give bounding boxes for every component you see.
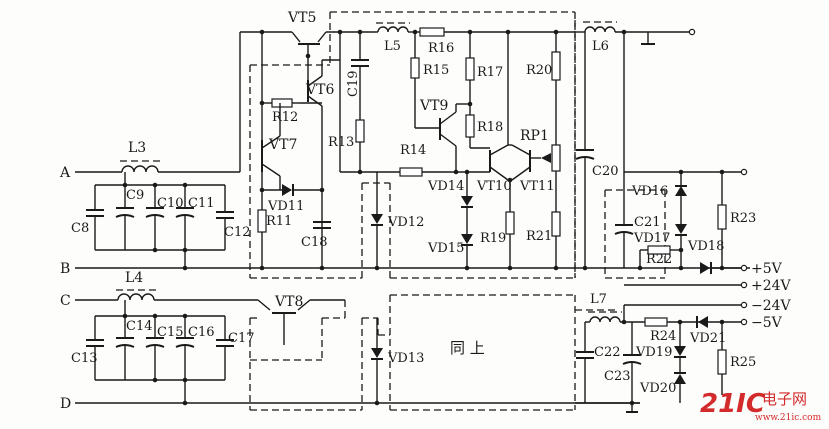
label-vt8: VT8 bbox=[274, 294, 303, 310]
label-r17: R17 bbox=[477, 65, 503, 80]
output-plus5v: +5V bbox=[751, 261, 783, 277]
label-r12: R12 bbox=[272, 110, 298, 125]
label-vd15: VD15 bbox=[427, 241, 464, 256]
label-l5: L5 bbox=[384, 39, 401, 54]
label-r25: R25 bbox=[730, 355, 756, 370]
label-c19: C19 bbox=[346, 71, 361, 98]
label-c16: C16 bbox=[188, 325, 215, 340]
label-vd16: VD16 bbox=[631, 184, 668, 199]
output-minus24v: −24V bbox=[751, 298, 792, 314]
regulator-lower bbox=[249, 294, 576, 411]
label-c17: C17 bbox=[228, 331, 255, 346]
watermark-url: www.21ic.com bbox=[755, 413, 822, 423]
label-r15: R15 bbox=[423, 63, 449, 78]
label-vt7: VT7 bbox=[268, 137, 297, 153]
label-c18: C18 bbox=[301, 235, 328, 250]
label-c12: C12 bbox=[224, 225, 251, 240]
watermark: 21IC 电子网 www.21ic.com bbox=[700, 389, 822, 423]
label-vt9: VT9 bbox=[419, 98, 448, 114]
label-r22: R22 bbox=[646, 252, 672, 267]
watermark-logo: 21IC bbox=[700, 389, 765, 419]
label-vd14: VD14 bbox=[427, 179, 464, 194]
regulator-upper bbox=[249, 11, 576, 279]
label-vt11: VT11 bbox=[519, 179, 555, 194]
label-r20: R20 bbox=[526, 63, 552, 78]
output-plus24v: +24V bbox=[751, 278, 792, 294]
label-c11: C11 bbox=[188, 196, 215, 211]
input-filter-lower bbox=[75, 289, 258, 406]
label-c22: C22 bbox=[594, 345, 621, 360]
label-c9: C9 bbox=[126, 188, 144, 203]
label-c14: C14 bbox=[126, 319, 153, 334]
same-as-above-label: 同 上 bbox=[450, 339, 485, 357]
label-vd17: VD17 bbox=[633, 231, 670, 246]
label-l6: L6 bbox=[592, 39, 609, 54]
label-l4: L4 bbox=[125, 270, 143, 286]
label-vd19: VD19 bbox=[635, 345, 672, 360]
label-vd20: VD20 bbox=[639, 381, 676, 396]
label-c13: C13 bbox=[71, 351, 98, 366]
label-vt10: VT10 bbox=[476, 179, 512, 194]
terminal-b: B bbox=[60, 261, 70, 277]
label-r14: R14 bbox=[400, 143, 426, 158]
label-c20: C20 bbox=[592, 164, 619, 179]
label-vd11: VD11 bbox=[267, 199, 304, 214]
component-labels: VT5 VT6 VT7 VT8 VT9 VT10 VT11 L3 L4 L5 L… bbox=[59, 10, 792, 412]
label-r21: R21 bbox=[526, 229, 552, 244]
output-lower bbox=[575, 301, 748, 413]
label-vt6: VT6 bbox=[305, 82, 334, 98]
input-filter-upper bbox=[75, 31, 292, 271]
label-c8: C8 bbox=[71, 221, 89, 236]
terminal-c: C bbox=[60, 293, 71, 309]
label-vd12: VD12 bbox=[387, 215, 424, 230]
terminal-a: A bbox=[59, 165, 71, 181]
label-r18: R18 bbox=[477, 120, 503, 135]
label-vd18: VD18 bbox=[687, 239, 724, 254]
output-minus5v: −5V bbox=[751, 315, 783, 331]
label-r19: R19 bbox=[480, 231, 506, 246]
label-c15: C15 bbox=[157, 325, 184, 340]
label-vd21: VD21 bbox=[689, 331, 726, 346]
terminal-d: D bbox=[60, 396, 71, 412]
label-c23: C23 bbox=[604, 369, 631, 384]
label-r11: R11 bbox=[266, 214, 292, 229]
label-rp1: RP1 bbox=[520, 128, 549, 144]
label-r16: R16 bbox=[428, 41, 454, 56]
label-r23: R23 bbox=[730, 211, 756, 226]
label-vt5: VT5 bbox=[287, 10, 316, 26]
label-l7: L7 bbox=[590, 292, 607, 307]
label-l3: L3 bbox=[128, 140, 146, 156]
watermark-sub: 电子网 bbox=[762, 390, 807, 408]
label-c21: C21 bbox=[634, 215, 661, 230]
output-upper bbox=[574, 20, 748, 289]
label-vd13: VD13 bbox=[387, 351, 424, 366]
label-r13: R13 bbox=[328, 135, 354, 150]
label-c10: C10 bbox=[157, 196, 184, 211]
label-r24: R24 bbox=[650, 329, 676, 344]
